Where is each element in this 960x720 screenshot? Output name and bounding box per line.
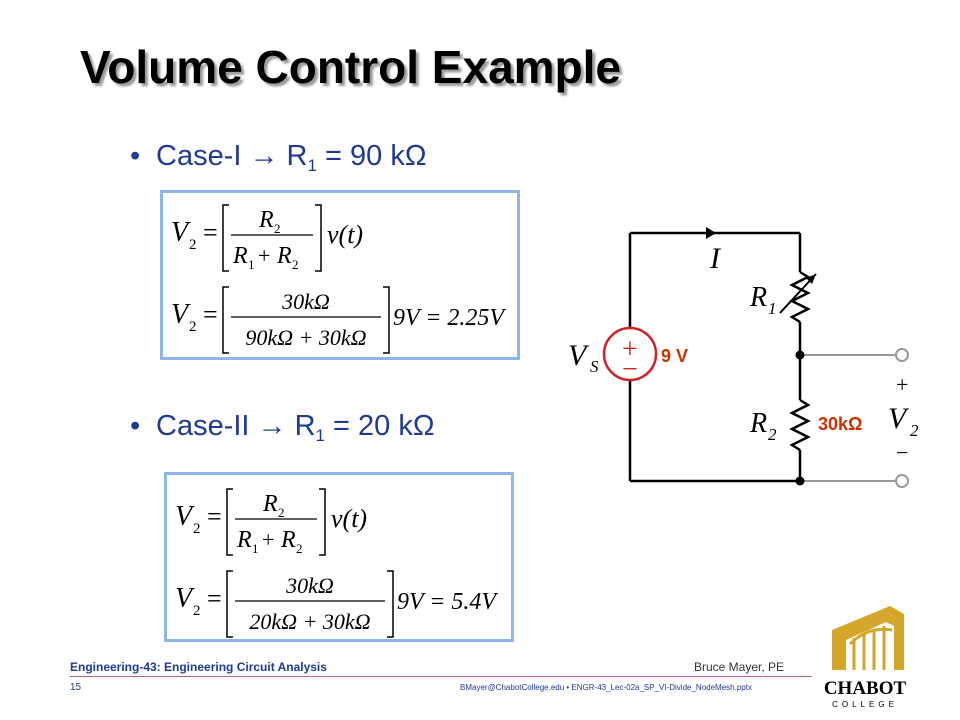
circuit-diagram: I V S R 1 R 2 V 2 + − + − 9 V 30kΩ bbox=[568, 227, 919, 488]
r2-label: R bbox=[749, 408, 767, 439]
svg-text:R: R bbox=[280, 527, 296, 553]
slide-title: Volume Control Example bbox=[80, 41, 622, 93]
bullet-case-2-sub: 1 bbox=[315, 426, 325, 445]
bullet-case-1-value: = 90 kΩ bbox=[316, 140, 427, 172]
current-label: I bbox=[709, 242, 722, 275]
current-arrow-icon bbox=[706, 227, 716, 239]
svg-text:R: R bbox=[262, 491, 278, 517]
svg-text:V: V bbox=[175, 583, 195, 614]
eq-lhs-sub: 2 bbox=[189, 237, 197, 253]
svg-text:=: = bbox=[207, 584, 222, 613]
output-plus: + bbox=[896, 372, 908, 397]
footer-divider bbox=[70, 676, 812, 677]
equation-case-1: V 2 = R 2 R 1 + R 2 v(t) V 2 = 30kΩ 90kΩ… bbox=[171, 204, 506, 354]
chabot-college-logo: CHABOT COLLEGE bbox=[824, 604, 907, 709]
svg-text:v(t): v(t) bbox=[331, 504, 367, 533]
svg-text:R: R bbox=[232, 243, 248, 269]
bullet-case-1: •Case-I → R1 = 90 kΩ bbox=[130, 140, 427, 175]
output-label: V bbox=[888, 402, 910, 435]
terminal-top-icon bbox=[895, 348, 909, 362]
svg-text:20kΩ + 30kΩ: 20kΩ + 30kΩ bbox=[249, 609, 370, 634]
svg-text:+: + bbox=[258, 243, 270, 268]
svg-text:R: R bbox=[276, 243, 292, 269]
svg-text:2: 2 bbox=[193, 521, 201, 537]
svg-text:2: 2 bbox=[278, 505, 285, 520]
svg-text:1: 1 bbox=[252, 541, 259, 556]
svg-text:V: V bbox=[175, 501, 195, 532]
svg-text:2: 2 bbox=[292, 257, 299, 272]
source-sub-label: S bbox=[590, 357, 599, 376]
bullet-case-2-text: Case-II → R bbox=[156, 410, 316, 442]
equation-box-case-2: V 2 = R 2 R 1 + R 2 v(t) V 2 = 30kΩ 20kΩ… bbox=[164, 472, 514, 642]
logo-subtext: COLLEGE bbox=[832, 700, 898, 709]
r1-label: R bbox=[749, 282, 767, 313]
svg-text:1: 1 bbox=[248, 257, 255, 272]
svg-text:R: R bbox=[236, 527, 252, 553]
eq-lhs: V bbox=[171, 217, 191, 248]
bullet-case-1-text: Case-I → R bbox=[156, 140, 308, 172]
footer-file: BMayer@ChabotCollege.edu • ENGR-43_Lec-0… bbox=[460, 683, 752, 692]
svg-text:R: R bbox=[258, 207, 274, 233]
r1-sub-label: 1 bbox=[768, 299, 777, 318]
source-value-annotation: 9 V bbox=[661, 346, 688, 366]
bullet-case-1-sub: 1 bbox=[307, 156, 317, 175]
svg-text:30kΩ: 30kΩ bbox=[285, 573, 334, 598]
bullet-case-2: •Case-II → R1 = 20 kΩ bbox=[130, 410, 435, 445]
source-label: V bbox=[568, 339, 590, 372]
svg-text:2: 2 bbox=[189, 319, 197, 335]
svg-text:V: V bbox=[171, 299, 191, 330]
r2-value-annotation: 30kΩ bbox=[818, 414, 862, 434]
r2-sub-label: 2 bbox=[768, 425, 777, 444]
svg-text:2: 2 bbox=[296, 541, 303, 556]
output-minus: − bbox=[896, 440, 908, 465]
svg-text:=: = bbox=[203, 218, 218, 247]
logo-text: CHABOT bbox=[824, 678, 907, 699]
source-minus: − bbox=[622, 354, 638, 385]
svg-text:=: = bbox=[203, 300, 218, 329]
svg-text:90kΩ + 30kΩ: 90kΩ + 30kΩ bbox=[245, 325, 366, 350]
svg-text:=: = bbox=[207, 502, 222, 531]
svg-text:9V = 5.4V: 9V = 5.4V bbox=[397, 589, 498, 615]
footer-page-number: 15 bbox=[70, 682, 82, 693]
svg-text:v(t): v(t) bbox=[327, 220, 363, 249]
svg-text:2: 2 bbox=[274, 221, 281, 236]
output-sub-label: 2 bbox=[910, 421, 919, 440]
svg-text:+: + bbox=[262, 527, 274, 552]
bullet-case-2-value: = 20 kΩ bbox=[325, 410, 435, 442]
source-plus: + bbox=[622, 334, 638, 365]
terminal-bottom-icon bbox=[895, 474, 909, 488]
footer-course: Engineering-43: Engineering Circuit Anal… bbox=[70, 660, 327, 674]
svg-text:2: 2 bbox=[193, 603, 201, 619]
footer-author: Bruce Mayer, PE bbox=[694, 660, 785, 674]
equation-box-case-1: V 2 = R 2 R 1 + R 2 v(t) V 2 = 30kΩ 90kΩ… bbox=[160, 190, 520, 360]
voltage-source-icon bbox=[602, 326, 658, 382]
svg-text:30kΩ: 30kΩ bbox=[281, 289, 330, 314]
equation-case-2: V 2 = R 2 R 1 + R 2 v(t) V 2 = 30kΩ 20kΩ… bbox=[175, 488, 498, 638]
svg-text:9V = 2.25V: 9V = 2.25V bbox=[393, 305, 506, 331]
